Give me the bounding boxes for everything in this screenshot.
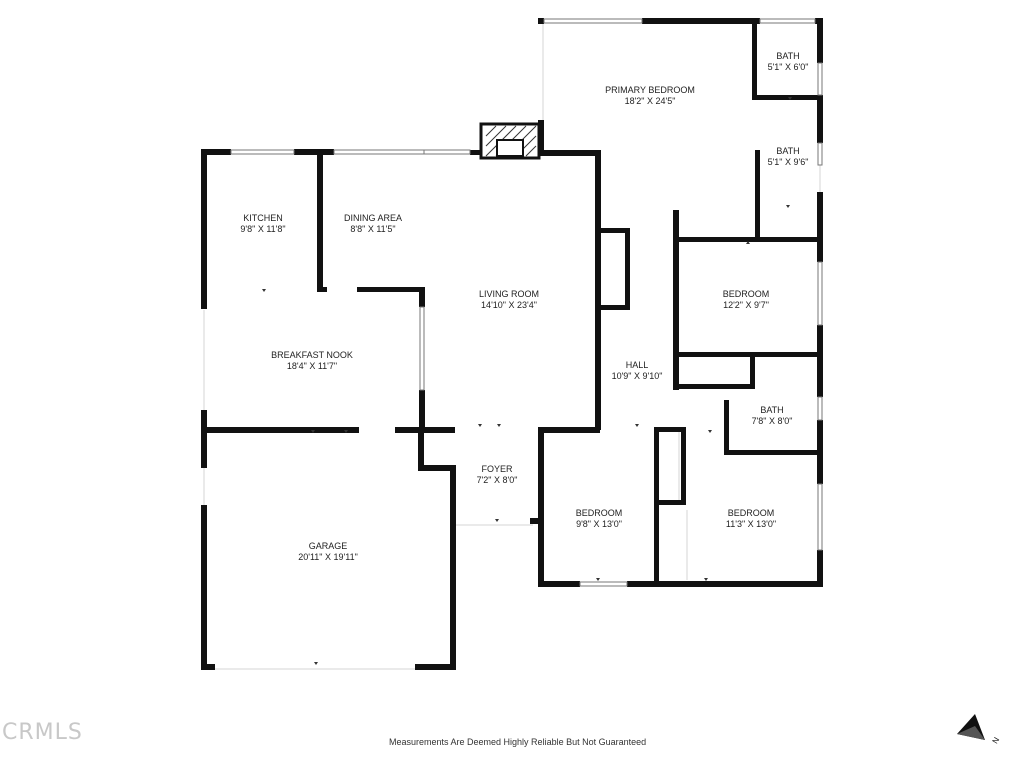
room-dims: 18'4" X 11'7" [286, 361, 338, 371]
room-name: LIVING ROOM [478, 289, 540, 299]
room-dims: 10'9" X 9'10" [611, 371, 663, 381]
room-dims: 5'1" X 6'0" [767, 62, 809, 72]
room-dims: 12'2" X 9'7" [723, 300, 769, 310]
room-name: HALL [625, 360, 649, 370]
room-name: FOYER [481, 464, 513, 474]
room-name: BEDROOM [575, 508, 623, 518]
room-foyer: FOYER 7'2" X 8'0" [477, 464, 518, 486]
room-dims: 7'8" X 8'0" [751, 416, 793, 426]
fireplace-icon [479, 122, 541, 160]
room-bedroom-3: BEDROOM 11'3" X 13'0" [726, 508, 776, 530]
room-dining-area: DINING AREA 8'8" X 11'5" [344, 213, 402, 235]
room-bedroom-2: BEDROOM 9'8" X 13'0" [576, 508, 623, 530]
room-dims: 8'8" X 11'5" [350, 224, 396, 234]
room-name: KITCHEN [243, 213, 283, 223]
room-bath-2: BATH 5'1" X 9'6" [768, 146, 809, 168]
room-name: BEDROOM [722, 289, 770, 299]
room-dims: 14'10" X 23'4" [481, 300, 537, 310]
room-dims: 20'11" X 19'11" [298, 552, 358, 562]
room-name: DINING AREA [343, 213, 403, 223]
room-dims: 9'8" X 13'0" [576, 519, 622, 529]
room-bedroom-1: BEDROOM 12'2" X 9'7" [723, 289, 770, 311]
room-name: BATH [776, 51, 800, 61]
room-kitchen: KITCHEN 9'8" X 11'8" [240, 213, 285, 235]
room-bath-1: BATH 5'1" X 6'0" [768, 51, 809, 73]
door-markers [262, 97, 792, 665]
room-garage: GARAGE 20'11" X 19'11" [298, 541, 358, 563]
windows [230, 18, 823, 587]
room-dims: 9'8" X 11'8" [240, 224, 286, 234]
north-arrow-icon: N [957, 714, 1002, 746]
room-dims: 18'2" X 24'5" [624, 96, 676, 106]
room-dims: 7'2" X 8'0" [476, 475, 518, 485]
room-living-room: LIVING ROOM 14'10" X 23'4" [479, 289, 539, 311]
room-name: PRIMARY BEDROOM [605, 85, 695, 95]
compass-label: N [991, 736, 1002, 746]
measurement-disclaimer: Measurements Are Deemed Highly Reliable … [389, 737, 647, 747]
room-name: BATH [760, 405, 784, 415]
room-primary-bedroom: PRIMARY BEDROOM 18'2" X 24'5" [605, 85, 695, 107]
crmls-watermark: CRMLS [2, 720, 83, 745]
room-name: BEDROOM [727, 508, 775, 518]
room-dims: 5'1" X 9'6" [767, 157, 809, 167]
room-bath-3: BATH 7'8" X 8'0" [752, 405, 793, 427]
room-hall: HALL 10'9" X 9'10" [612, 360, 663, 382]
walls [201, 18, 823, 670]
openings [203, 22, 821, 670]
room-dims: 11'3" X 13'0" [725, 519, 777, 529]
room-name: GARAGE [308, 541, 348, 551]
room-name: BATH [776, 146, 800, 156]
room-breakfast-nook: BREAKFAST NOOK 18'4" X 11'7" [271, 350, 353, 372]
room-name: BREAKFAST NOOK [271, 350, 353, 360]
